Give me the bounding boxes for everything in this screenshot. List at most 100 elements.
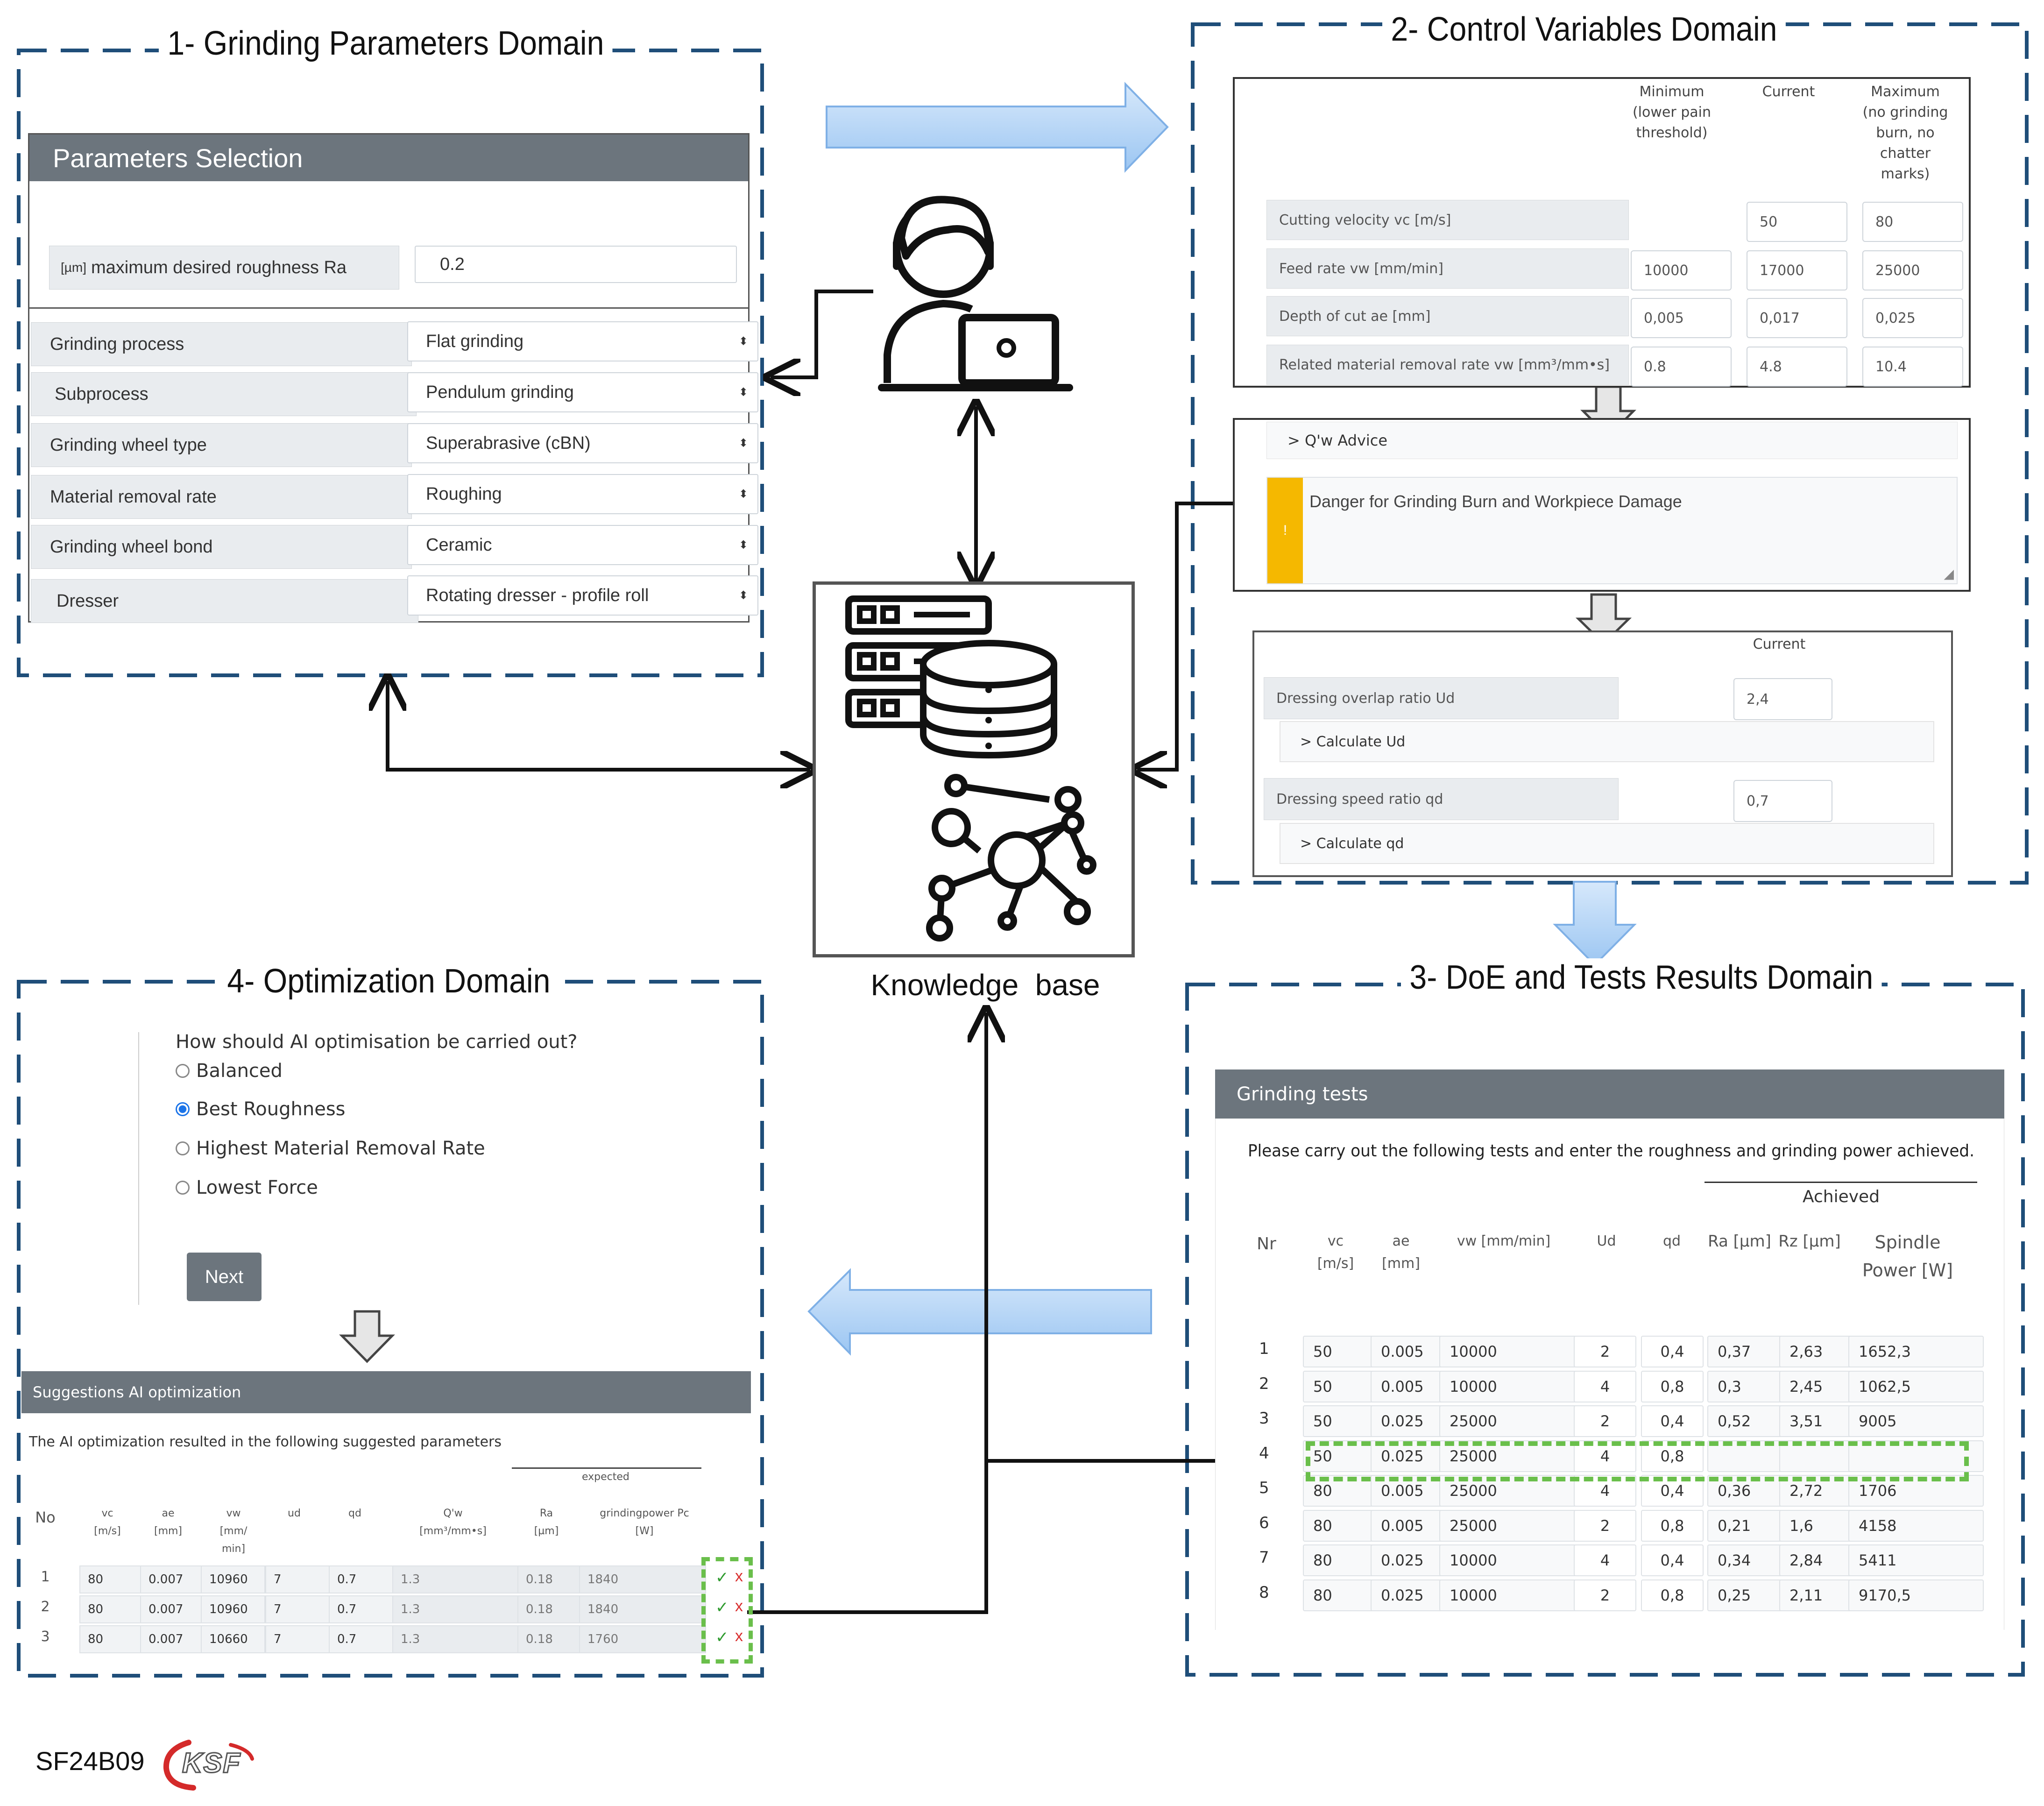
test-cell-ra[interactable]: 0,21 xyxy=(1707,1509,1784,1542)
suggest-cell-vc: 80 xyxy=(79,1625,144,1653)
test-cell-power[interactable]: 1652,3 xyxy=(1848,1336,1984,1367)
test-cell-power[interactable]: 4158 xyxy=(1848,1509,1984,1542)
test-cell-rz[interactable]: 2,45 xyxy=(1779,1370,1854,1402)
test-cell-ra[interactable]: 0,3 xyxy=(1707,1370,1784,1402)
param-label-wheel-bond: Grinding wheel bond xyxy=(31,525,412,569)
control-qw-current[interactable]: 4.8 xyxy=(1747,347,1847,387)
blue-arrow-down xyxy=(1553,881,1637,966)
next-button[interactable]: Next xyxy=(187,1253,262,1301)
control-header-current: Current xyxy=(1762,84,1815,100)
domain4-frame xyxy=(17,980,764,1678)
sugg-hdr-qd: qd xyxy=(348,1508,361,1519)
suggest-cell-ra: 0.18 xyxy=(517,1565,582,1594)
calculate-ud-button[interactable]: > Calculate Ud xyxy=(1280,721,1934,762)
knowledge-base-label: Knowledge base xyxy=(870,968,1100,1002)
option-lowest-force[interactable]: Lowest Force xyxy=(176,1177,318,1198)
sugg-hdr-power: grindingpower Pc [W] xyxy=(600,1508,689,1537)
calculate-qd-label: > Calculate qd xyxy=(1300,835,1404,852)
test-cell-rz[interactable]: 3,51 xyxy=(1779,1405,1854,1437)
suggest-cell-qw: 1.3 xyxy=(392,1625,518,1653)
advice-panel: > Q'w Advice ! Danger for Grinding Burn … xyxy=(1233,418,1971,592)
roughness-input[interactable]: 0.2 xyxy=(415,246,737,283)
test-row-nr: 4 xyxy=(1259,1444,1269,1463)
select-dresser[interactable]: Rotating dresser - profile roll⬍ xyxy=(407,575,758,616)
sugg-hdr-vc: vc [m/s] xyxy=(94,1508,121,1537)
user-to-params-line xyxy=(771,290,873,377)
test-cell-ra[interactable]: 0,52 xyxy=(1707,1405,1784,1437)
test-cell-rz[interactable]: 2,11 xyxy=(1779,1579,1854,1611)
blue-arrow-left xyxy=(807,1268,1152,1356)
select-wheel-type[interactable]: Superabrasive (cBN)⬍ xyxy=(407,423,758,463)
select-grinding-process[interactable]: Flat grinding⬍ xyxy=(407,321,758,361)
suggest-cell-ra: 0.18 xyxy=(517,1625,582,1653)
control-qw-min[interactable]: 0.8 xyxy=(1631,347,1732,387)
test-cell-ud: 2 xyxy=(1574,1336,1636,1367)
test-cell-qd: 0,4 xyxy=(1641,1336,1704,1367)
control-vc-current[interactable]: 50 xyxy=(1747,202,1847,242)
param-label-wheel-type: Grinding wheel type xyxy=(31,423,412,467)
param-label-subprocess: Subprocess xyxy=(31,372,417,416)
reject-x-icon[interactable]: x xyxy=(735,1627,743,1645)
control-qw-max[interactable]: 10.4 xyxy=(1862,347,1963,387)
test-cell-ra[interactable]: 0,37 xyxy=(1707,1336,1784,1367)
network-graph-icon xyxy=(926,774,1096,942)
test-cell-power[interactable]: 5411 xyxy=(1848,1544,1984,1576)
calculate-qd-button[interactable]: > Calculate qd xyxy=(1280,823,1934,864)
radio-best-roughness[interactable] xyxy=(176,1102,190,1116)
test-cell-ra[interactable]: 0,25 xyxy=(1707,1579,1784,1611)
test-cell-vc: 50 xyxy=(1303,1370,1375,1402)
test-cell-rz[interactable]: 2,63 xyxy=(1779,1336,1854,1367)
control-ae-min[interactable]: 0,005 xyxy=(1631,298,1732,338)
radio-balanced[interactable] xyxy=(176,1064,190,1078)
control-label-qw: Related material removal rate vw [mm³/mm… xyxy=(1266,345,1629,385)
test-cell-power[interactable]: 1062,5 xyxy=(1848,1370,1984,1402)
warning-text: Danger for Grinding Burn and Workpiece D… xyxy=(1309,492,1682,511)
suggest-cell-qd: 0.7 xyxy=(329,1595,393,1623)
select-value: Superabrasive (cBN) xyxy=(426,433,591,453)
advice-header[interactable]: > Q'w Advice xyxy=(1266,422,1958,459)
control-vw-min[interactable]: 10000 xyxy=(1631,250,1732,290)
calculate-ud-label: > Calculate Ud xyxy=(1300,733,1406,750)
select-subprocess[interactable]: Pendulum grinding⬍ xyxy=(407,372,758,412)
option-highest-mrr[interactable]: Highest Material Removal Rate xyxy=(176,1138,485,1159)
sort-caret-icon: ⬍ xyxy=(738,589,748,602)
suggest-cell-ud: 7 xyxy=(265,1595,330,1623)
control-label-vw: Feed rate vw [mm/min] xyxy=(1266,248,1629,289)
accept-reject-highlight xyxy=(701,1557,753,1664)
select-value: Pendulum grinding xyxy=(426,382,574,402)
control-vw-current[interactable]: 17000 xyxy=(1747,250,1847,290)
radio-lowest-force[interactable] xyxy=(176,1181,190,1195)
suggest-cell-qd: 0.7 xyxy=(329,1565,393,1594)
accept-check-icon[interactable]: ✓ xyxy=(715,1569,729,1586)
sugg-hdr-ra: Ra [µm] xyxy=(534,1508,559,1537)
control-ae-max[interactable]: 0,025 xyxy=(1862,298,1963,338)
dressing-overlap-input[interactable]: 2,4 xyxy=(1733,678,1832,720)
select-wheel-bond[interactable]: Ceramic⬍ xyxy=(407,525,758,565)
option-balanced[interactable]: Balanced xyxy=(176,1060,283,1082)
test-cell-ud: 4 xyxy=(1574,1370,1636,1402)
resize-handle-icon[interactable]: ◢ xyxy=(1944,567,1954,581)
opt-kb-line xyxy=(747,1013,986,1614)
control-vc-max[interactable]: 80 xyxy=(1862,202,1963,242)
test-cell-ud: 4 xyxy=(1574,1544,1636,1576)
sugg-hdr-ud: ud xyxy=(288,1508,301,1519)
control-vw-max[interactable]: 25000 xyxy=(1862,250,1963,290)
reject-x-icon[interactable]: x xyxy=(735,1567,743,1585)
footer-code: SF24B09 xyxy=(35,1746,145,1776)
test-cell-power[interactable]: 9170,5 xyxy=(1848,1579,1984,1611)
blue-arrow-right xyxy=(826,82,1169,173)
accept-check-icon[interactable]: ✓ xyxy=(715,1599,729,1616)
test-cell-power[interactable]: 9005 xyxy=(1848,1405,1984,1437)
control-ae-current[interactable]: 0,017 xyxy=(1747,298,1847,338)
select-removal-rate[interactable]: Roughing⬍ xyxy=(407,474,758,514)
test-cell-rz[interactable]: 1,6 xyxy=(1779,1509,1854,1542)
test-cell-rz[interactable]: 2,84 xyxy=(1779,1544,1854,1576)
control-header-max: Maximum (no grinding burn, no chatter ma… xyxy=(1862,84,1948,182)
test-cell-ra[interactable]: 0,34 xyxy=(1707,1544,1784,1576)
radio-highest-mrr[interactable] xyxy=(176,1141,190,1155)
control-label-ae: Depth of cut ae [mm] xyxy=(1266,296,1629,336)
reject-x-icon[interactable]: x xyxy=(735,1597,743,1615)
dressing-speed-input[interactable]: 0,7 xyxy=(1733,780,1832,822)
option-best-roughness[interactable]: Best Roughness xyxy=(176,1098,346,1120)
accept-check-icon[interactable]: ✓ xyxy=(715,1629,729,1646)
